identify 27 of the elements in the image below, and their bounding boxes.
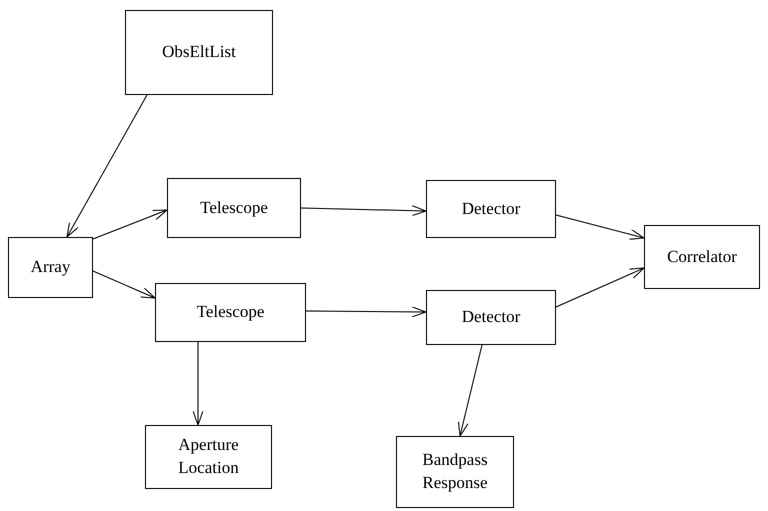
box-label: Detector — [462, 198, 520, 220]
arrow — [556, 214, 644, 240]
class-box — [155, 283, 306, 342]
box-label: ObsEltList — [162, 41, 236, 64]
arrow — [192, 342, 204, 426]
box-label: Correlator — [667, 246, 737, 268]
class-box — [167, 178, 301, 238]
class-box — [396, 436, 514, 508]
arrow — [92, 210, 168, 240]
class-box — [644, 225, 760, 289]
arrow — [458, 344, 482, 436]
class-box — [125, 10, 273, 95]
box-label: Telescope — [200, 196, 268, 219]
arrow — [66, 94, 148, 238]
box-label: Telescope — [196, 301, 264, 324]
box-label: Detector — [462, 306, 520, 328]
arrow — [92, 270, 156, 298]
box-label: Aperture Location — [177, 434, 240, 479]
class-box — [426, 290, 556, 345]
class-box — [145, 425, 272, 489]
box-label: Bandpass Response — [421, 449, 489, 494]
class-box — [426, 180, 556, 238]
arrow — [300, 205, 426, 216]
arrow — [306, 306, 426, 318]
box-label: Array — [30, 256, 70, 278]
class-box — [8, 237, 93, 298]
arrow — [556, 268, 644, 308]
